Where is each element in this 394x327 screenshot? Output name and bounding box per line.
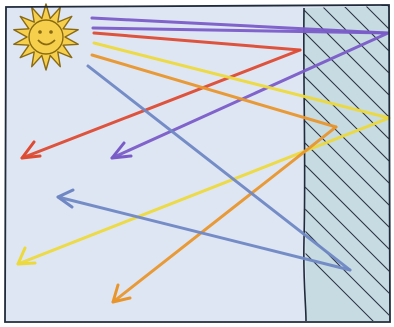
sun-disc xyxy=(29,20,63,54)
sun-eye-right xyxy=(49,30,53,34)
sun-eye-left xyxy=(38,30,42,34)
